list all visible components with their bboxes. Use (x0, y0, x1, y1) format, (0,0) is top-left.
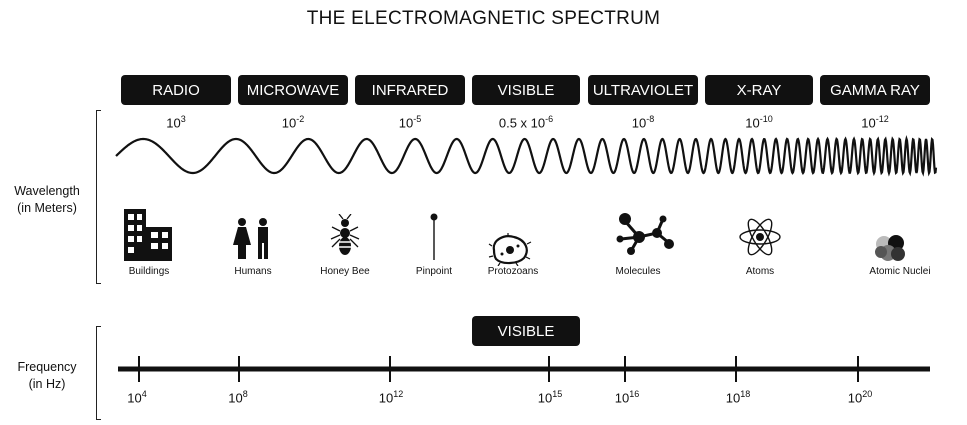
wavelength-label: 103 (166, 114, 186, 131)
honey-bee-icon (330, 214, 360, 255)
frequency-axis-line2: (in Hz) (28, 377, 66, 391)
wavelength-bracket (96, 110, 101, 284)
wavelength-label: 10-12 (861, 114, 889, 131)
frequency-label: 1016 (614, 389, 640, 406)
frequency-label: 108 (228, 389, 248, 406)
wavelength-axis-line2: (in Meters) (17, 201, 77, 215)
wavelength-axis-label: Wavelength (in Meters) (2, 183, 92, 217)
frequency-label: 1012 (378, 389, 404, 406)
caption-buildings: Buildings (128, 266, 170, 277)
wavelength-label: 10-2 (281, 114, 305, 131)
wavelength-axis-line1: Wavelength (14, 184, 80, 198)
pinpoint-icon (430, 213, 438, 260)
frequency-label: 1015 (537, 389, 563, 406)
caption-atomic-nuclei: Atomic Nuclei (869, 266, 931, 277)
wavelength-label: 10-10 (745, 114, 773, 131)
band-visible: VISIBLE (472, 75, 580, 105)
humans-icon (233, 218, 268, 259)
wavelength-wave (115, 134, 938, 177)
band-ultraviolet: ULTRAVIOLET (588, 75, 698, 105)
band-infrared: INFRARED (355, 75, 465, 105)
page-title: THE ELECTROMAGNETIC SPECTRUM (306, 8, 661, 29)
atoms-icon (739, 218, 781, 256)
frequency-label: 104 (127, 389, 147, 406)
band-radio: RADIO (121, 75, 231, 105)
atomic-nuclei-icon (875, 235, 905, 261)
frequency-label: 1020 (847, 389, 873, 406)
frequency-axis-line1: Frequency (17, 360, 77, 374)
caption-molecules: Molecules (615, 266, 661, 277)
caption-atoms: Atoms (745, 266, 775, 277)
band-microwave: MICROWAVE (238, 75, 348, 105)
protozoans-icon (488, 233, 532, 266)
wavelength-label: 10-5 (398, 114, 422, 131)
buildings-icon (124, 209, 172, 261)
wavelength-label: 0.5 x 10-6 (498, 114, 554, 131)
band-gamma-ray: GAMMA RAY (820, 75, 930, 105)
molecules-icon (616, 213, 674, 255)
band-x-ray: X-RAY (705, 75, 813, 105)
frequency-label: 1018 (725, 389, 751, 406)
caption-protozoans: Protozoans (487, 266, 539, 277)
wavelength-label: 10-8 (631, 114, 655, 131)
frequency-axis-label: Frequency (in Hz) (2, 359, 92, 393)
caption-humans: Humans (234, 266, 272, 277)
frequency-bracket (96, 326, 101, 420)
frequency-visible-label: VISIBLE (472, 316, 580, 346)
caption-pinpoint: Pinpoint (415, 266, 453, 277)
caption-honey-bee: Honey Bee (320, 266, 370, 277)
